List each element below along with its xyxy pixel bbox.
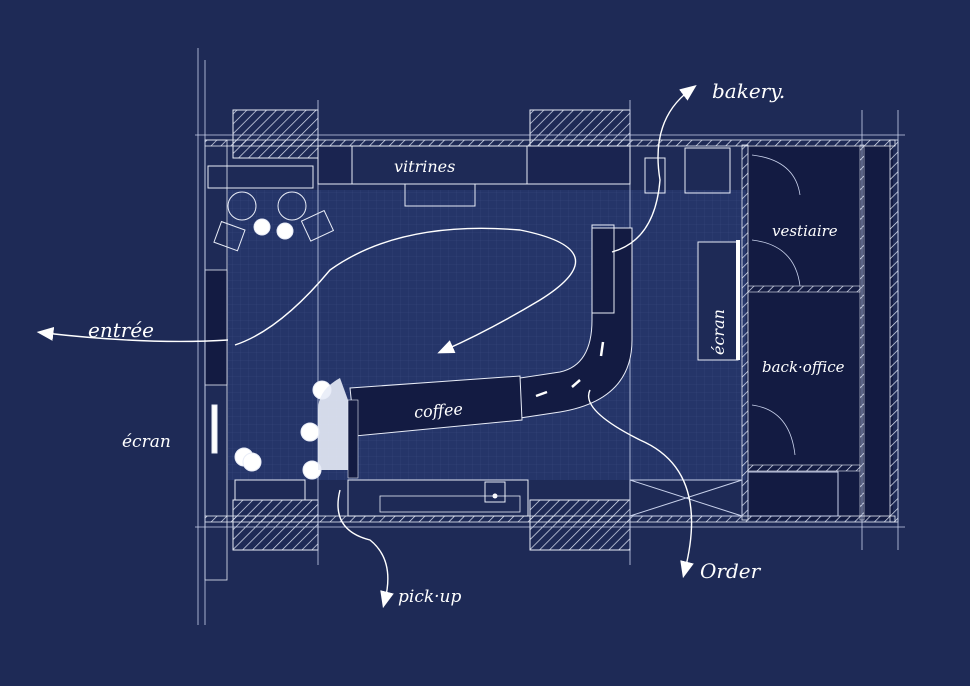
label-ecran-left: écran (122, 432, 171, 452)
doors (751, 154, 801, 456)
label-pick-up: pick·up (398, 587, 461, 607)
back-rooms (748, 145, 893, 520)
seating-area (211, 191, 335, 501)
label-bakery: bakery. (712, 79, 785, 103)
label-vitrines: vitrines (394, 157, 455, 176)
coffee-bar (318, 224, 633, 517)
vitrines-counter (207, 145, 731, 207)
label-back-office: back·office (762, 358, 845, 376)
label-entree: entrée (88, 318, 154, 342)
label-ecran-right: écran (709, 309, 728, 355)
label-coffee: coffee (413, 399, 463, 421)
customer-flow (36, 84, 697, 609)
label-vestiaire: vestiaire (772, 222, 838, 240)
order-area (629, 471, 839, 517)
walls (195, 48, 905, 625)
label-order: Order (700, 559, 762, 583)
